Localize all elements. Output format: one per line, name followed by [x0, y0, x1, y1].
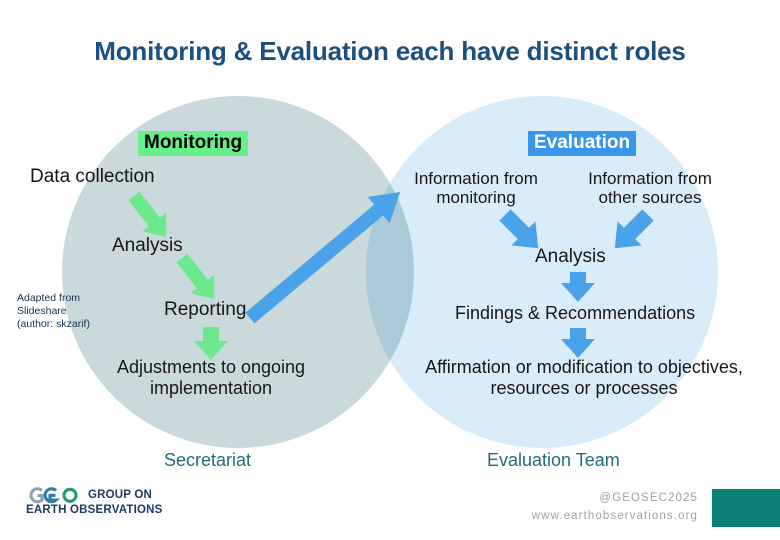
- geo-logo: GROUP ON EARTH OBSERVATIONS: [26, 487, 176, 527]
- node-monitoring-analysis: Analysis: [112, 235, 183, 256]
- footer-handle: @GEOSEC2025: [599, 492, 698, 504]
- node-evaluation-analysis: Analysis: [535, 246, 606, 267]
- node-adjustments: Adjustments to ongoing implementation: [116, 357, 306, 398]
- role-label-evaluation-team: Evaluation Team: [487, 450, 620, 470]
- node-information-from-monitoring: Information from monitoring: [414, 169, 538, 208]
- node-information-from-other-sources: Information from other sources: [588, 169, 712, 208]
- footer-accent-block: [712, 489, 780, 527]
- evaluation-header: Evaluation: [528, 131, 637, 156]
- geo-logo-line1: GROUP ON: [88, 489, 153, 501]
- geo-logo-line2: EARTH OBSERVATIONS: [26, 504, 163, 516]
- role-label-secretariat: Secretariat: [164, 450, 252, 470]
- node-reporting: Reporting: [164, 299, 247, 320]
- node-affirmation-modification: Affirmation or modification to objective…: [425, 357, 743, 398]
- attribution-note: Adapted from Slideshare (author: skzarif…: [17, 292, 90, 330]
- footer-website: www.earthobservations.org: [531, 510, 698, 523]
- footer-contact: @GEOSEC2025 www.earthobservations.org: [532, 489, 698, 526]
- node-findings-recommendations: Findings & Recommendations: [455, 303, 696, 323]
- monitoring-header: Monitoring: [138, 131, 249, 156]
- geo-logo-mark: [29, 487, 78, 504]
- node-data-collection: Data collection: [30, 166, 155, 187]
- page-title: Monitoring & Evaluation each have distin…: [94, 36, 686, 66]
